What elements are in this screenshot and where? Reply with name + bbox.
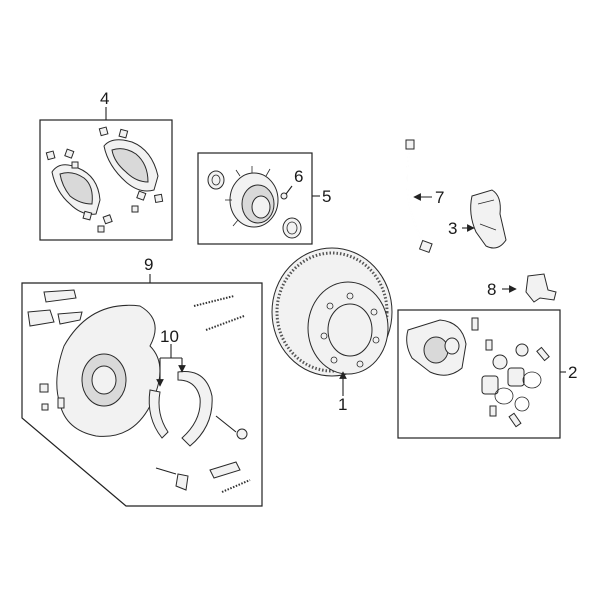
callout-10: 10 [160,327,179,346]
callout-6: 6 [294,167,303,186]
caliper-bolts [471,317,550,428]
parking-brake-shoe-left [148,389,169,439]
rotor-bolt-holes [320,292,380,368]
brake-pad-left-lining [59,172,93,205]
hub-bearing [282,217,302,239]
brake-pad-right-lining [111,148,149,183]
parking-brake-box [21,282,263,507]
parking-brake-lever [27,289,83,327]
parking-brake-group: 9 10 [21,255,263,507]
brake-hose [406,147,425,245]
caliper-kit-group: 2 [397,309,577,439]
callout-4: 4 [100,89,109,108]
caliper-bracket-group: 3 [448,189,507,249]
adjuster-hardware [155,415,248,491]
caliper-bracket [470,189,507,249]
caliper-seals [494,371,542,412]
small-hardware [39,383,65,411]
hub-assembly-box [197,152,313,245]
callout-9: 9 [144,255,153,274]
sensor-group: 8 [487,273,557,303]
callout-2: 2 [568,363,577,382]
callout-5: 5 [322,187,331,206]
callout-8: 8 [487,280,496,299]
brake-pad-kit-group: 4 [39,89,173,241]
parking-brake-shoe-right [177,371,213,447]
brake-rotor-group: 1 [271,247,393,414]
hub-seal [207,170,225,190]
hub-assembly-group: 5 6 [197,152,331,245]
brake-hose-group: 7 [405,139,444,254]
return-springs [193,295,251,493]
caliper-pistons [481,343,529,395]
caliper-kit-box [397,309,561,439]
callout-7: 7 [435,188,444,207]
wheel-speed-sensor [525,273,557,303]
wheel-stud [280,192,288,200]
callout-3: 3 [448,219,457,238]
callout-1: 1 [338,395,347,414]
pad-clips [45,126,164,233]
